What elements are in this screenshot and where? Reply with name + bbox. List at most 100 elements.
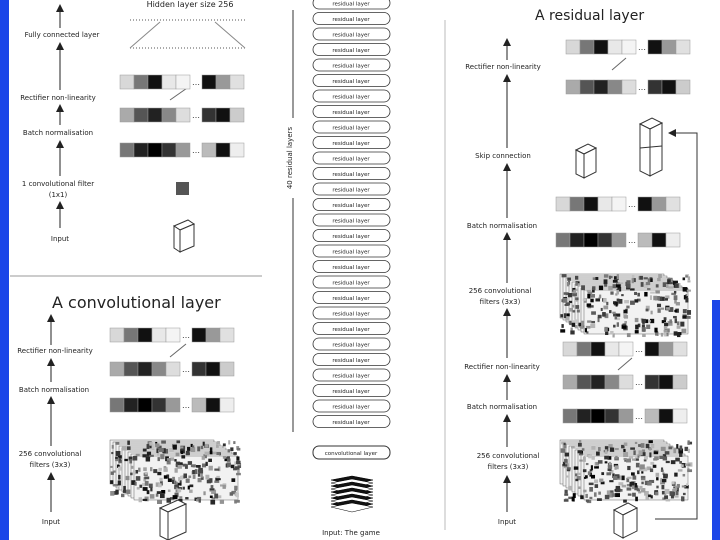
filter-noise	[586, 303, 592, 307]
conv-filter-label: 1 convolutional filter	[22, 180, 94, 188]
filter-noise	[561, 274, 567, 278]
feature-row-batch-norm-in: …	[109, 397, 235, 413]
feature-row-skip-out: …	[565, 79, 691, 95]
filter-noise	[608, 492, 614, 498]
filter-noise	[149, 444, 153, 449]
filter-noise	[589, 496, 593, 500]
filter-noise	[622, 323, 626, 326]
filter-noise	[599, 478, 604, 483]
feature-cell	[583, 232, 599, 248]
filter-noise	[209, 489, 214, 492]
filter-noise	[575, 275, 579, 280]
filter-noise	[171, 479, 175, 484]
filter-noise	[181, 455, 186, 459]
filter-noise	[596, 451, 600, 456]
filter-noise	[669, 282, 673, 285]
feature-cell	[607, 39, 623, 55]
feature-cell	[133, 107, 149, 123]
filter-noise	[596, 498, 602, 501]
filter-noise	[675, 457, 680, 462]
feature-cell	[647, 39, 663, 55]
feature-cell	[175, 142, 191, 158]
feature-cell	[201, 74, 217, 90]
filter-noise	[632, 475, 637, 480]
filter-noise	[612, 284, 617, 289]
filter-noise	[115, 456, 118, 459]
filter-noise	[685, 315, 691, 319]
filter-noise	[149, 494, 155, 499]
feature-cell	[665, 232, 681, 248]
filter-noise	[157, 471, 162, 476]
filter-noise	[216, 478, 221, 481]
filter-noise	[665, 460, 670, 464]
filter-noise	[681, 485, 687, 488]
filter-noise	[598, 491, 601, 495]
filter-noise	[634, 441, 638, 444]
filter-noise	[658, 274, 662, 278]
filter-noise	[629, 481, 635, 487]
filter-noise	[626, 283, 631, 288]
filter-noise	[623, 315, 629, 319]
filter-noise	[196, 498, 201, 502]
filter-noise	[177, 483, 182, 486]
filter-noise	[604, 283, 608, 287]
residual-block-label: residual layer	[332, 265, 370, 271]
filter-noise	[569, 307, 574, 312]
filter-noise	[664, 322, 669, 327]
residual-block-label: residual layer	[332, 188, 370, 194]
filter-noise	[222, 455, 227, 459]
filter-noise	[682, 277, 686, 281]
filter-noise	[203, 491, 206, 496]
filter-noise	[172, 476, 175, 481]
residual-block: residual layer	[312, 74, 391, 87]
filter-noise	[636, 298, 641, 302]
filter-noise	[685, 275, 688, 278]
filter-noise	[576, 472, 582, 476]
filter-noise	[229, 492, 234, 496]
filter-noise	[624, 321, 628, 324]
conv-block: convolutional layer	[312, 445, 391, 460]
filter-noise	[585, 325, 591, 329]
feature-cell	[151, 361, 167, 377]
feature-cell	[576, 408, 592, 424]
residual-block-label: residual layer	[332, 2, 370, 8]
residual-block-label: residual layer	[332, 48, 370, 54]
filter-noise	[157, 457, 160, 462]
filter-noise	[234, 485, 238, 490]
filter-noise	[219, 484, 225, 487]
filter-noise	[205, 443, 209, 448]
filter-noise	[626, 487, 632, 491]
feature-cell	[147, 107, 163, 123]
filter-noise	[593, 492, 597, 497]
mapping-line	[169, 343, 187, 358]
filter-noise	[582, 298, 587, 301]
filter-noise	[124, 458, 128, 462]
filter-noise	[146, 444, 150, 449]
filter-noise	[578, 453, 584, 456]
rectifier-label: Rectifier non-linearity	[20, 94, 96, 102]
filter-noise	[183, 473, 188, 479]
filter-noise	[594, 479, 599, 484]
filter-noise	[679, 460, 682, 464]
filter-noise	[573, 466, 579, 470]
ellipsis: …	[638, 83, 646, 92]
filter-noise	[569, 300, 573, 304]
filter-noise	[682, 473, 686, 477]
feature-cell	[137, 397, 153, 413]
filter-noise	[608, 444, 613, 448]
filters-size-label: filters (3x3)	[30, 461, 71, 469]
feature-cell	[621, 39, 637, 55]
feature-cell	[161, 107, 177, 123]
feature-cell	[175, 107, 191, 123]
filter-noise	[645, 281, 651, 286]
conv-filter-square	[176, 182, 189, 195]
filter-noise	[129, 459, 133, 464]
residual-block-label: residual layer	[332, 296, 370, 302]
filter-noise	[621, 475, 625, 481]
filter-noise	[590, 474, 596, 479]
residual-block: residual layer	[312, 136, 391, 149]
filter-noise	[144, 476, 150, 480]
residual-block: residual layer	[312, 229, 391, 242]
filter-noise	[205, 474, 210, 480]
filter-noise	[667, 279, 671, 285]
